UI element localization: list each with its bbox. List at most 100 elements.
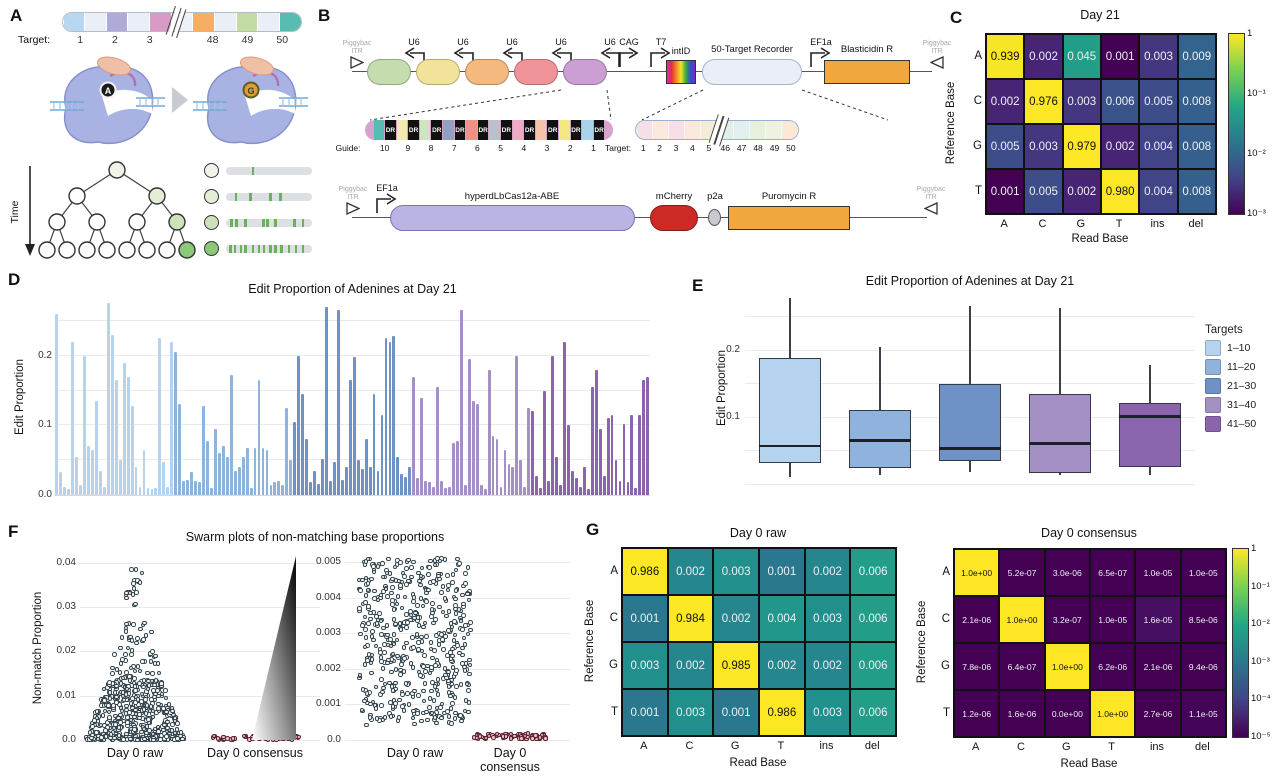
- legend-title: Targets: [1205, 324, 1243, 336]
- swarm-point: [460, 645, 465, 651]
- bar: [440, 481, 443, 495]
- col-label: C: [685, 740, 694, 752]
- guide-number: 9: [405, 143, 411, 153]
- target-segment: [128, 13, 150, 31]
- swarm-point: [363, 593, 369, 598]
- swarm-point: [369, 576, 374, 582]
- swarm-point: [110, 670, 115, 676]
- bar: [202, 405, 205, 495]
- swarm-point: [132, 676, 138, 681]
- swarm-point: [436, 642, 442, 647]
- heatmap-cell: 0.980: [1100, 169, 1140, 214]
- row-label: T: [974, 184, 982, 197]
- legend-entry-label: 41–50: [1227, 418, 1257, 430]
- axis-tick-label: 0.003: [315, 627, 341, 639]
- swarm-point: [394, 601, 400, 607]
- swarm-point: [437, 604, 442, 610]
- bar: [404, 476, 408, 495]
- swarm-point: [461, 664, 467, 670]
- heatmap-cell: 0.002: [1100, 124, 1140, 169]
- swarm-point: [450, 701, 455, 707]
- swarm-point: [412, 610, 418, 616]
- swarm-point: [459, 718, 464, 724]
- mcherry-label: mCherry: [655, 191, 693, 202]
- swarm-point: [431, 579, 436, 584]
- legend-swatch: [1205, 378, 1221, 394]
- swarm-point: [392, 564, 398, 570]
- bar: [471, 400, 475, 495]
- panel-c-ylabel: Reference Base: [945, 81, 957, 165]
- swarm-point: [127, 590, 133, 596]
- direct-repeat-segment: DR: [524, 120, 535, 140]
- swarm-point: [503, 734, 509, 739]
- bar: [106, 303, 110, 495]
- swarm-point: [377, 611, 382, 616]
- swarm-point: [445, 573, 450, 579]
- legend-entry-label: 11–20: [1227, 361, 1256, 373]
- swarm-point: [114, 700, 119, 705]
- promoter-label: T7: [655, 37, 667, 47]
- edit-mark: [233, 244, 237, 253]
- edit-mark: [249, 192, 252, 201]
- edit-mark: [229, 244, 232, 253]
- bar: [451, 442, 455, 495]
- bar: [225, 456, 229, 495]
- target-segment: [236, 13, 258, 31]
- col-label: G: [1076, 218, 1086, 230]
- bar: [166, 486, 170, 495]
- heatmap-cell: 0.004: [1139, 124, 1178, 169]
- bar: [237, 467, 241, 495]
- edit-mark: [234, 192, 238, 201]
- swarm-point: [388, 637, 393, 642]
- swarm-point: [379, 632, 384, 638]
- swarm-point: [429, 688, 434, 694]
- swarm-point: [440, 636, 445, 642]
- legend-swatch: [1205, 397, 1221, 413]
- cell-state-circle: [204, 189, 219, 204]
- target-recorder-pill: [702, 59, 802, 85]
- swarm-point: [446, 714, 452, 719]
- swarm-point: [399, 662, 405, 667]
- bar: [531, 411, 535, 495]
- heatmap-cell: 0.006: [1100, 79, 1140, 124]
- heatmap-cell: 0.003: [1139, 34, 1178, 79]
- bar: [297, 355, 301, 495]
- swarm-point: [123, 707, 129, 713]
- swarm-point: [155, 661, 161, 666]
- swarm-point: [127, 674, 132, 679]
- swarm-point: [116, 715, 122, 721]
- heatmap-cell: 0.003: [1024, 124, 1063, 169]
- swarm-point: [374, 614, 379, 619]
- panel-c-title: Day 21: [1080, 8, 1120, 22]
- legend-entry: 1–10: [1205, 340, 1256, 356]
- bar: [527, 407, 531, 495]
- swarm-point: [446, 609, 452, 614]
- swarm-point: [395, 594, 401, 599]
- row-label: G: [941, 659, 950, 672]
- swarm-point: [156, 670, 162, 676]
- heatmap-cell: 0.006: [850, 548, 896, 595]
- swarm-point: [450, 572, 456, 577]
- bar: [570, 470, 574, 495]
- bar: [519, 460, 523, 495]
- edit-mark: [262, 218, 265, 227]
- swarm-point: [390, 585, 395, 590]
- bar: [424, 481, 428, 495]
- promoter-label: U6: [506, 37, 518, 47]
- heatmap-cell: 0.939: [986, 34, 1025, 79]
- promoter-label: CAG: [619, 37, 639, 47]
- swarm-point: [141, 726, 147, 732]
- heatmap-cell: 0.001: [759, 548, 805, 595]
- transition-arrow-icon: [172, 87, 188, 113]
- swarm-point: [127, 710, 132, 715]
- swarm-point: [402, 574, 407, 579]
- bar: [551, 355, 554, 495]
- bar: [210, 488, 213, 495]
- swarm-point: [150, 649, 155, 654]
- swarm-point: [416, 570, 421, 576]
- swarm-point: [452, 710, 458, 716]
- swarm-point: [383, 586, 389, 592]
- swarm-point: [387, 680, 392, 686]
- swarm-point: [134, 590, 140, 595]
